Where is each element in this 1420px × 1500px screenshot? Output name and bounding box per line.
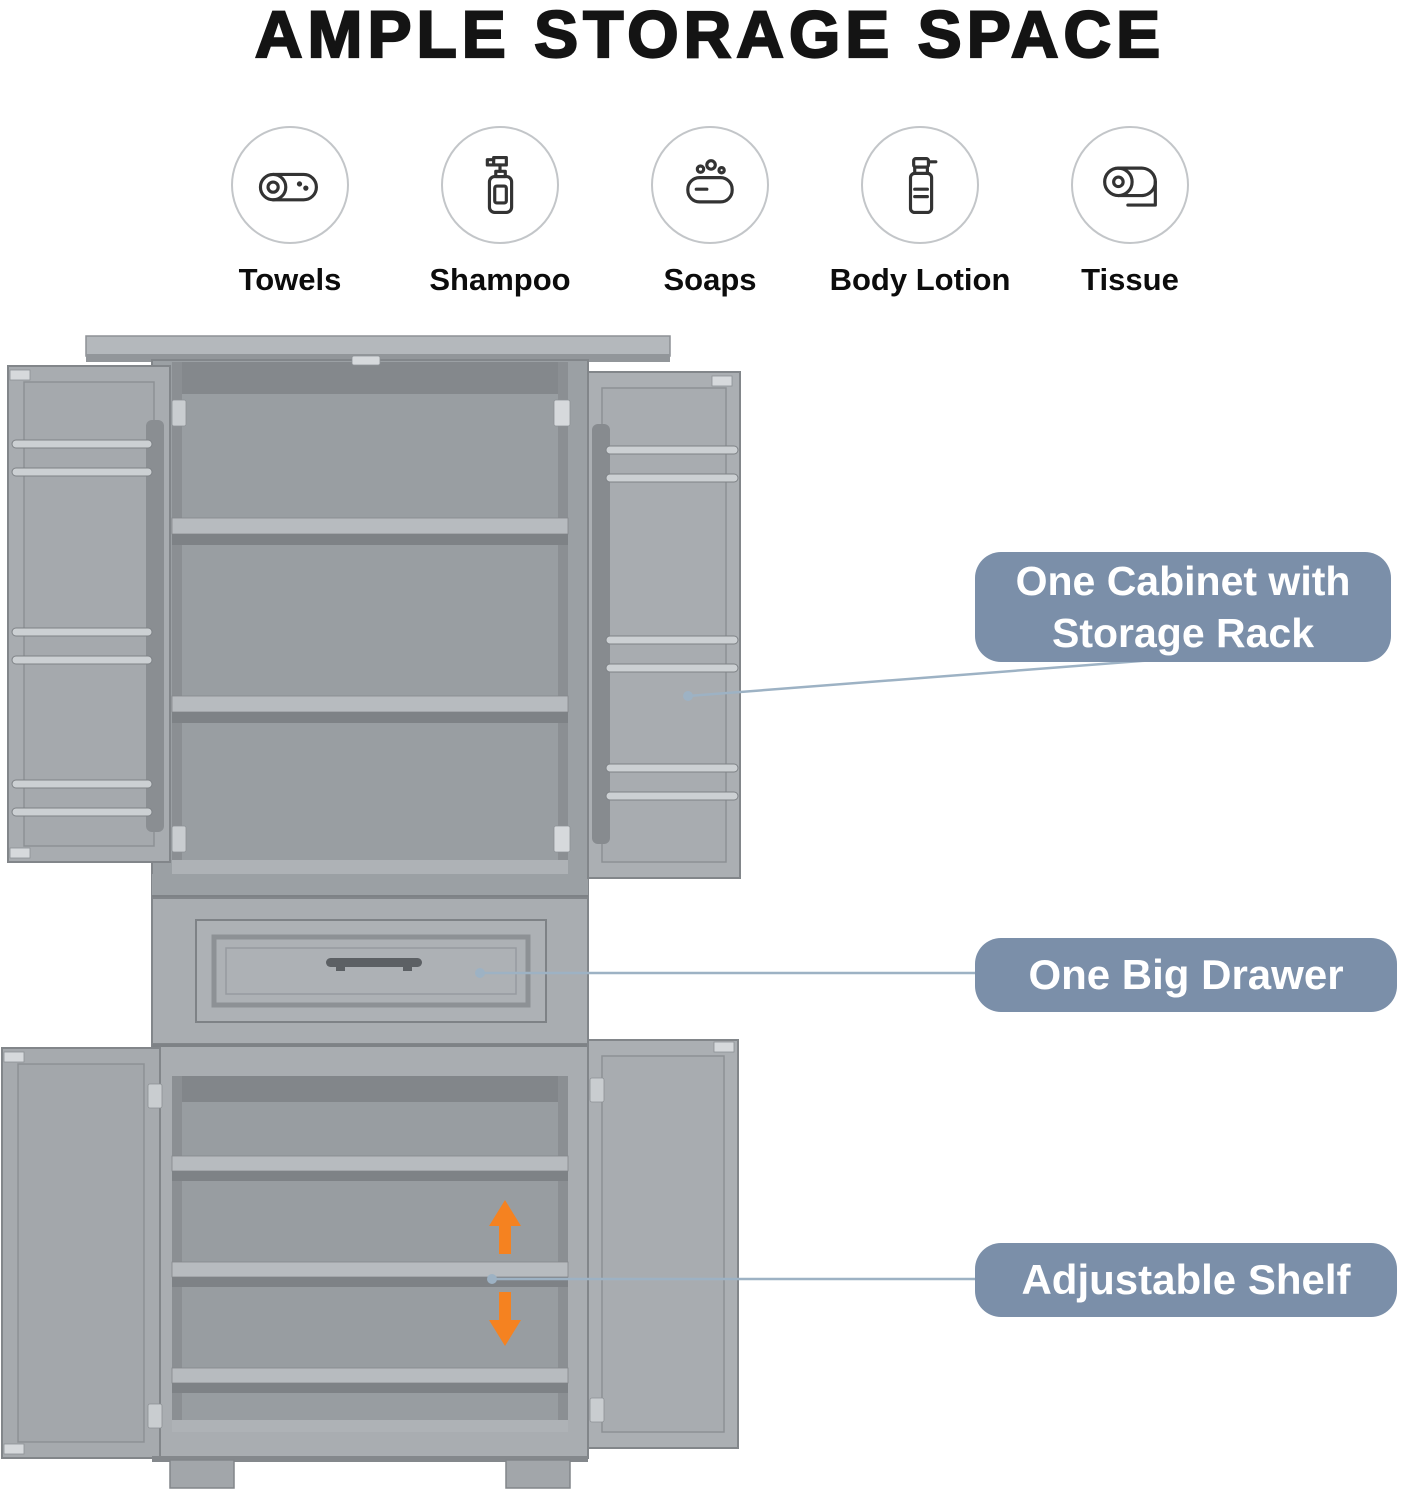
soap-bar-icon xyxy=(686,159,734,204)
feature-icons-row: Towels Shampoo xyxy=(190,126,1230,298)
feature-body-lotion: Body Lotion xyxy=(820,126,1020,298)
bottom-shelf-lower xyxy=(171,1367,569,1393)
bottom-right-door xyxy=(587,1039,739,1449)
feature-shampoo: Shampoo xyxy=(400,126,600,298)
feature-tissue: Tissue xyxy=(1030,126,1230,298)
left-door-storage-rack xyxy=(7,365,171,863)
lotion-bottle-icon xyxy=(908,157,938,215)
icon-circle xyxy=(441,126,559,244)
towel-icon xyxy=(258,172,318,202)
callout-adjustable-shelf: Adjustable Shelf xyxy=(975,1243,1397,1317)
connector-dot-drawer xyxy=(475,968,485,978)
feature-soaps: Soaps xyxy=(610,126,810,298)
bottom-shelf-upper xyxy=(171,1155,569,1181)
shelf-up-arrow-icon xyxy=(489,1200,521,1254)
callout-storage-rack: One Cabinet with Storage Rack xyxy=(975,552,1391,662)
callout-connectors xyxy=(475,656,1181,1284)
connector-dot-shelf xyxy=(487,1274,497,1284)
feature-label: Soaps xyxy=(663,262,757,297)
callout-big-drawer: One Big Drawer xyxy=(975,938,1397,1012)
icon-circle xyxy=(861,126,979,244)
connector-storage-rack xyxy=(687,656,1181,698)
feature-label: Shampoo xyxy=(429,262,571,297)
adjustable-shelf xyxy=(171,1261,569,1287)
icon-circle xyxy=(231,126,349,244)
right-door-storage-rack xyxy=(587,371,741,879)
shampoo-bottle-icon xyxy=(485,155,514,215)
shelf-down-arrow-icon xyxy=(489,1292,521,1346)
connector-dot-storage-rack xyxy=(683,691,693,701)
callout-label: Adjustable Shelf xyxy=(1021,1256,1351,1303)
drawer-handle xyxy=(326,958,422,971)
callout-label: One Big Drawer xyxy=(1028,951,1344,998)
icon-circle xyxy=(1071,126,1189,244)
top-cabinet xyxy=(85,335,671,899)
page-title: AMPLE STORAGE SPACE xyxy=(254,0,1166,71)
icon-circle xyxy=(651,126,769,244)
bottom-cabinet xyxy=(151,1043,589,1459)
feature-label: Towels xyxy=(238,262,342,297)
bottom-left-door xyxy=(1,1047,163,1459)
callout-label: One Cabinet with Storage Rack xyxy=(1015,557,1351,656)
feature-towels: Towels xyxy=(190,126,390,298)
drawer-section xyxy=(151,897,589,1045)
tissue-roll-icon xyxy=(1103,166,1157,207)
cabinet-base xyxy=(152,1456,588,1489)
feature-label: Tissue xyxy=(1081,262,1179,297)
feature-label: Body Lotion xyxy=(829,262,1011,297)
